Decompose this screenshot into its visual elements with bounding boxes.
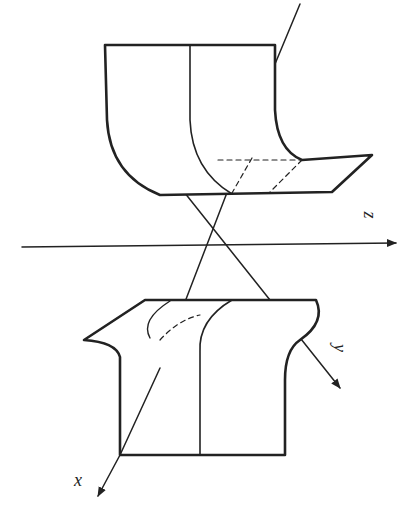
- hidden-edge: [218, 159, 302, 160]
- upper-electrode: [105, 45, 372, 195]
- z-axis: [22, 243, 396, 247]
- x-axis: [275, 4, 300, 64]
- axis-label: x: [74, 471, 82, 489]
- x-axis: [120, 368, 160, 455]
- lower-electrode: [84, 300, 319, 455]
- axis-label: y: [331, 344, 349, 352]
- hidden-edge: [160, 315, 200, 340]
- x-axis: [98, 455, 120, 496]
- electrode-line: [148, 301, 171, 338]
- axis-label: z: [361, 211, 379, 218]
- hidden-edge: [232, 158, 252, 193]
- hidden-edge: [270, 160, 302, 192]
- electrode-line: [200, 300, 232, 455]
- electrode-line: [190, 46, 232, 194]
